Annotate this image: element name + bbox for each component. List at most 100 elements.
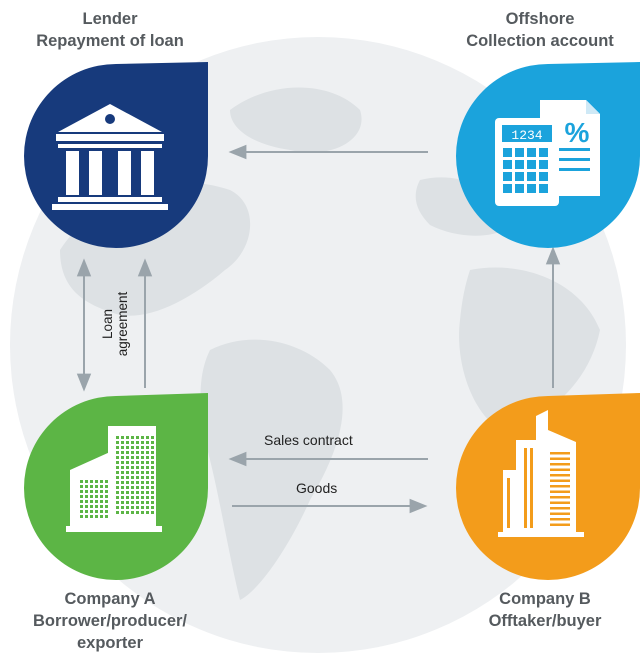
window-dot (146, 506, 149, 509)
window-dot (131, 466, 134, 469)
lender-title: Lender (82, 10, 138, 28)
window-dot (126, 501, 129, 504)
window-dot (100, 490, 103, 493)
window-dot (126, 471, 129, 474)
window-dot (146, 446, 149, 449)
window-dot (146, 466, 149, 469)
window-dot (151, 436, 154, 439)
window-dot (116, 461, 119, 464)
window-dot (131, 501, 134, 504)
facade-stripe (550, 485, 570, 488)
window-dot (85, 505, 88, 508)
company-a-role-1: Borrower/producer/ (32, 612, 188, 630)
window-dot (116, 481, 119, 484)
lender-subtitle: Repayment of loan (36, 32, 184, 50)
window-dot (121, 481, 124, 484)
window-dot (121, 441, 124, 444)
window-dot (121, 506, 124, 509)
window-dot (141, 456, 144, 459)
window-dot (80, 490, 83, 493)
window-dot (131, 511, 134, 514)
window-dot (116, 491, 119, 494)
facade-stripe (550, 523, 570, 526)
window-dot (141, 506, 144, 509)
window-dot (126, 511, 129, 514)
window-dot (95, 500, 98, 503)
window-dot (141, 501, 144, 504)
window-dot (151, 486, 154, 489)
window-dot (121, 456, 124, 459)
window-dot (90, 480, 93, 483)
window-dot (141, 471, 144, 474)
window-dot (136, 436, 139, 439)
window-dot (85, 485, 88, 488)
window-dot (141, 451, 144, 454)
window-dot (85, 515, 88, 518)
facade-stripe (550, 463, 570, 466)
window-dot (100, 480, 103, 483)
window-dot (131, 481, 134, 484)
window-dot (85, 495, 88, 498)
window-dot (116, 441, 119, 444)
window-dot (151, 446, 154, 449)
window-dot (121, 486, 124, 489)
window-dot (151, 481, 154, 484)
window-dot (151, 501, 154, 504)
window-dot (136, 486, 139, 489)
facade-stripe (550, 468, 570, 471)
window-dot (80, 480, 83, 483)
window-dot (136, 471, 139, 474)
window-dot (126, 481, 129, 484)
window-dot (126, 476, 129, 479)
window-dot (90, 490, 93, 493)
window-dot (121, 476, 124, 479)
window-dot (90, 505, 93, 508)
facade-stripe (550, 507, 570, 510)
window-dot (146, 436, 149, 439)
window-dot (141, 461, 144, 464)
window-dot (131, 471, 134, 474)
window-dot (151, 456, 154, 459)
window-dot (116, 476, 119, 479)
window-dot (105, 495, 108, 498)
window-dot (126, 491, 129, 494)
window-dot (90, 500, 93, 503)
window-dot (126, 441, 129, 444)
company-b-title: Company B (499, 590, 591, 608)
offshore-label: Offshore Collection account (440, 8, 640, 52)
window-dot (141, 496, 144, 499)
window-dot (105, 515, 108, 518)
window-dot (136, 496, 139, 499)
window-dot (85, 480, 88, 483)
window-dot (100, 510, 103, 513)
window-dot (146, 476, 149, 479)
window-dot (136, 441, 139, 444)
window-dot (80, 485, 83, 488)
window-dot (131, 476, 134, 479)
window-dot (116, 506, 119, 509)
window-dot (146, 481, 149, 484)
window-dot (105, 485, 108, 488)
facade-stripe (550, 490, 570, 493)
window-dot (151, 471, 154, 474)
window-dot (95, 495, 98, 498)
window-dot (136, 476, 139, 479)
window-dot (131, 436, 134, 439)
window-dot (126, 451, 129, 454)
window-dot (136, 456, 139, 459)
bank-building-icon (52, 104, 168, 210)
window-dot (131, 451, 134, 454)
window-dot (136, 451, 139, 454)
window-dot (95, 515, 98, 518)
window-dot (80, 505, 83, 508)
window-dot (116, 436, 119, 439)
window-dot (136, 446, 139, 449)
window-dot (121, 446, 124, 449)
window-dot (141, 476, 144, 479)
window-dot (80, 510, 83, 513)
window-dot (151, 466, 154, 469)
window-dot (105, 480, 108, 483)
window-dot (116, 446, 119, 449)
window-dot (141, 466, 144, 469)
